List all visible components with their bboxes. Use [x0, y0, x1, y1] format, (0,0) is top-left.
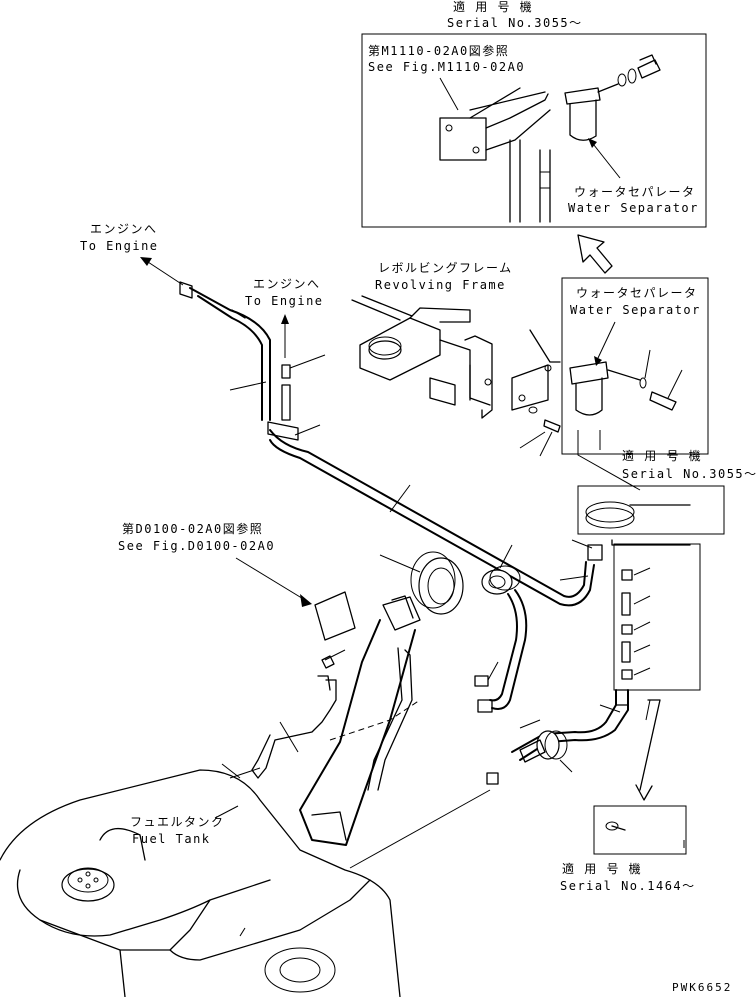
- ref-m1110-en: See Fig.M1110-02A0: [368, 60, 525, 74]
- water-sep-top-jp: ウォータセパレータ: [574, 185, 696, 199]
- filler-bracket: [314, 591, 356, 641]
- bracket-top: [469, 87, 546, 119]
- mid-serial-en: Serial No.3055～: [622, 467, 756, 481]
- breather-hose: [251, 679, 337, 779]
- bolt-mid: [649, 391, 677, 411]
- ref-m1110-jp: 第M1110-02A0図参照: [368, 43, 509, 58]
- water-sep-mid-jp: ウォータセパレータ: [576, 286, 698, 300]
- ref-d0100-jp: 第D0100-02A0図参照: [122, 521, 263, 536]
- fuel-pipe-upper: [189, 287, 271, 421]
- mid-serial-jp: 適 用 号 機: [622, 448, 702, 463]
- frame-post: [509, 139, 551, 223]
- inset-water-separator-top: 適 用 号 機 Serial No.3055～ 第M1110-02A0図参照 S…: [361, 0, 707, 274]
- to-engine-2-en: To Engine: [245, 294, 324, 308]
- revolving-frame: レボルビングフレーム Revolving Frame: [351, 261, 513, 419]
- fuel-tank: フュエルタンク Fuel Tank: [0, 769, 499, 997]
- separator-head: [564, 87, 601, 105]
- inset-box-top: [361, 33, 707, 228]
- mount-plate: [511, 364, 549, 411]
- revolving-frame-jp: レボルビングフレーム: [378, 261, 513, 275]
- arrow-to-inset-icon: [577, 234, 613, 274]
- fuel-pipe-long: [269, 439, 595, 607]
- lower-hose-assembly: 適 用 号 機 Serial No.1464～: [511, 689, 696, 893]
- separator-bowl: [569, 99, 597, 141]
- water-sep-mid-en: Water Separator: [570, 303, 701, 317]
- return-hose: [519, 689, 629, 761]
- leader-line: [439, 77, 459, 111]
- top-serial-en: Serial No.3055～: [447, 16, 583, 30]
- bracket-plate: [439, 117, 487, 161]
- to-engine-1-en: To Engine: [80, 239, 159, 253]
- revolving-frame-en: Revolving Frame: [375, 278, 506, 292]
- frame-bracket: [439, 335, 493, 419]
- fuel-tank-en: Fuel Tank: [132, 832, 211, 846]
- clamp: [267, 421, 299, 441]
- bottom-serial-en: Serial No.1464～: [560, 879, 696, 893]
- to-engine-2-jp: エンジンへ: [253, 277, 321, 291]
- drawing-code: PWK6652: [672, 981, 732, 994]
- inset-serial-mid: 適 用 号 機 Serial No.3055～: [577, 430, 756, 691]
- bottom-serial-jp: 適 用 号 機: [562, 861, 642, 876]
- fuel-lines: [179, 281, 603, 713]
- water-separator-mid: ウォータセパレータ Water Separator: [511, 277, 709, 457]
- separator-bowl-mid: [575, 377, 603, 416]
- to-engine-callouts: エンジンへ To Engine エンジンへ To Engine: [80, 222, 324, 358]
- inset-box-clamp-bottom: [593, 805, 687, 855]
- top-serial-jp: 適 用 号 機: [453, 0, 533, 14]
- bolt: [637, 59, 661, 79]
- separator-head-mid: [569, 361, 609, 385]
- inset-box-fittings: [613, 543, 701, 691]
- filler-neck: 第D0100-02A0図参照 See Fig.D0100-02A0: [118, 521, 464, 846]
- ref-d0100-en: See Fig.D0100-02A0: [118, 539, 275, 553]
- water-sep-top-en: Water Separator: [568, 201, 699, 215]
- inset-box-mid: [561, 277, 709, 455]
- to-engine-1-jp: エンジンへ: [90, 222, 158, 236]
- tank-body: [0, 769, 401, 997]
- bracket-arm: [485, 93, 551, 151]
- inset-box-clamp: [577, 485, 725, 535]
- fuel-tank-jp: フュエルタンク: [130, 815, 225, 829]
